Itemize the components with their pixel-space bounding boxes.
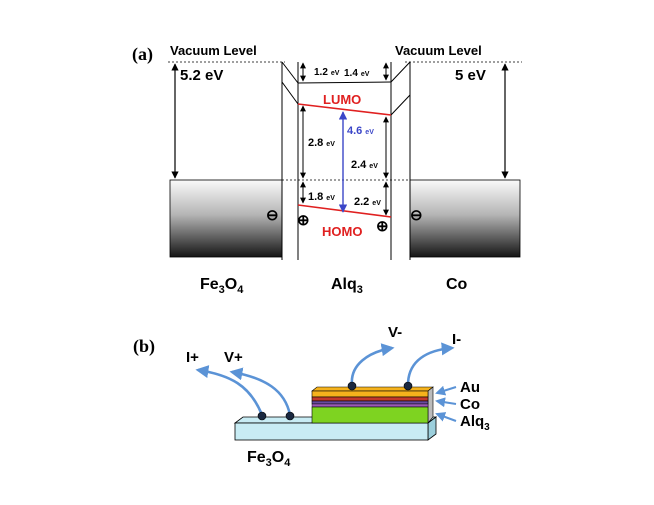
wf-left-value: 5.2 eV (180, 67, 223, 84)
label-fe3o4-b: Fe3O4 (247, 449, 291, 469)
bend-lumo-right (390, 94, 411, 116)
hole-right-icon: ⊕ (376, 218, 389, 235)
band-top-line (297, 81, 392, 84)
label-i-plus: I+ (186, 349, 199, 366)
contact-v-minus (347, 381, 357, 391)
lumo-label: LUMO (323, 92, 361, 107)
bend-top-left (281, 61, 299, 84)
label-au: Au (460, 379, 480, 396)
contact-i-plus (257, 411, 267, 421)
wire-i-plus (195, 365, 264, 416)
co-layer (311, 396, 429, 402)
co-electrode (409, 179, 521, 258)
electron-left-icon: ⊖ (266, 207, 279, 224)
label-fe3o4-a: Fe3O4 (200, 276, 244, 296)
label-i-minus: I- (452, 331, 461, 348)
pointer-au (435, 385, 457, 396)
panel-a: (a) Vacuum Level Vacuum Level LUMO HOMO … (132, 43, 522, 296)
electron-right-icon: ⊖ (410, 207, 423, 224)
homo-label: HOMO (322, 224, 362, 239)
vacuum-level-left: Vacuum Level (170, 43, 257, 58)
label-v-minus: V- (388, 324, 402, 341)
label-v-plus: V+ (224, 349, 243, 366)
au-layer-top (311, 386, 434, 392)
interface-layer (311, 400, 429, 405)
vacuum-level-right: Vacuum Level (395, 43, 482, 58)
panel-b: (b) I+ V+ V- I- Au Co Alq (133, 324, 490, 469)
wire-i-minus (406, 342, 455, 386)
wire-v-plus (229, 367, 292, 416)
contact-v-plus (285, 411, 295, 421)
panel-b-label: (b) (133, 336, 155, 357)
label-alq3-a: Alq3 (331, 276, 363, 296)
wire-v-minus (350, 343, 395, 386)
au-layer (311, 390, 429, 398)
fe3o4-electrode (169, 179, 283, 258)
alq3-layer (311, 406, 429, 424)
pointer-co (435, 397, 457, 408)
fe3o4-substrate (234, 422, 429, 441)
interface-layer-2 (311, 403, 429, 408)
pointer-alq3 (435, 412, 457, 422)
bend-lumo-left (281, 81, 299, 105)
label-alq3-b: Alq3 (460, 413, 490, 433)
hole-left-icon: ⊕ (297, 212, 310, 229)
bend-top-right (390, 61, 411, 83)
lumo-line (297, 103, 392, 116)
label-co-a: Co (446, 276, 468, 293)
wf-right-value: 5 eV (455, 67, 486, 84)
stack-side (427, 386, 434, 424)
panel-a-label: (a) (132, 44, 153, 65)
label-co-b: Co (460, 396, 480, 413)
contact-i-minus (403, 381, 413, 391)
